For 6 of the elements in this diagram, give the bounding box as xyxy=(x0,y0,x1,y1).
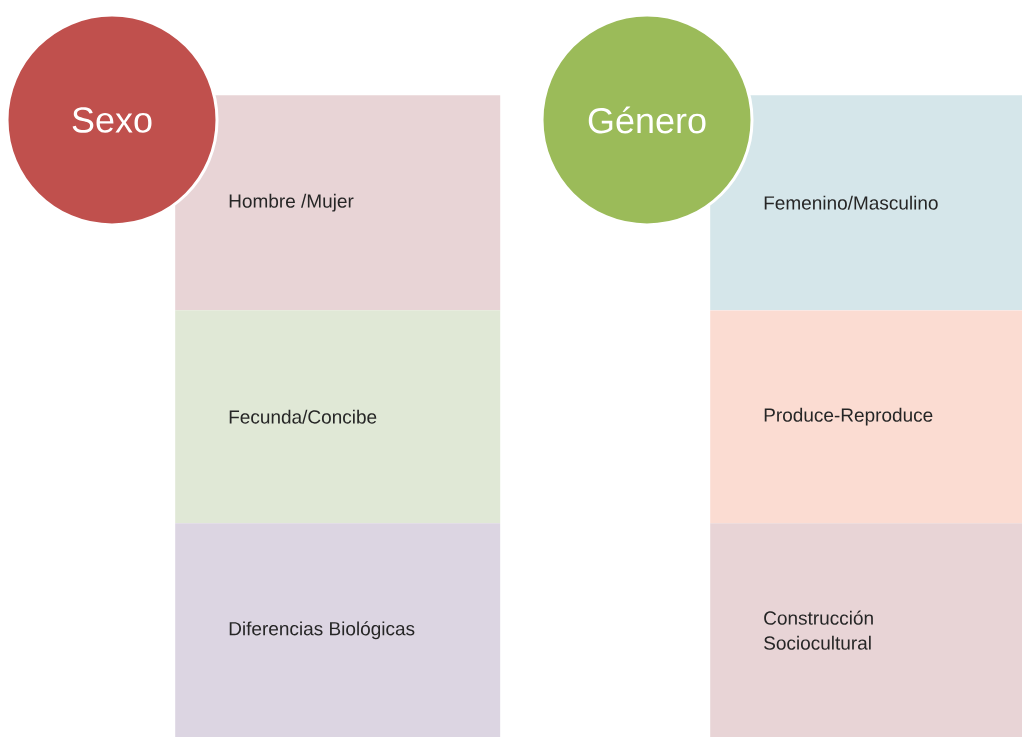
text-box: Diferencias Biológicas xyxy=(175,523,501,737)
text-box: Produce-Reproduce xyxy=(710,310,1022,524)
text-box: Femenino/Masculino xyxy=(710,95,1022,311)
text-box: Fecunda/Concibe xyxy=(175,310,501,524)
text-box: Hombre /Mujer xyxy=(175,95,501,311)
text-box: Construcción Sociocultural xyxy=(710,523,1022,737)
